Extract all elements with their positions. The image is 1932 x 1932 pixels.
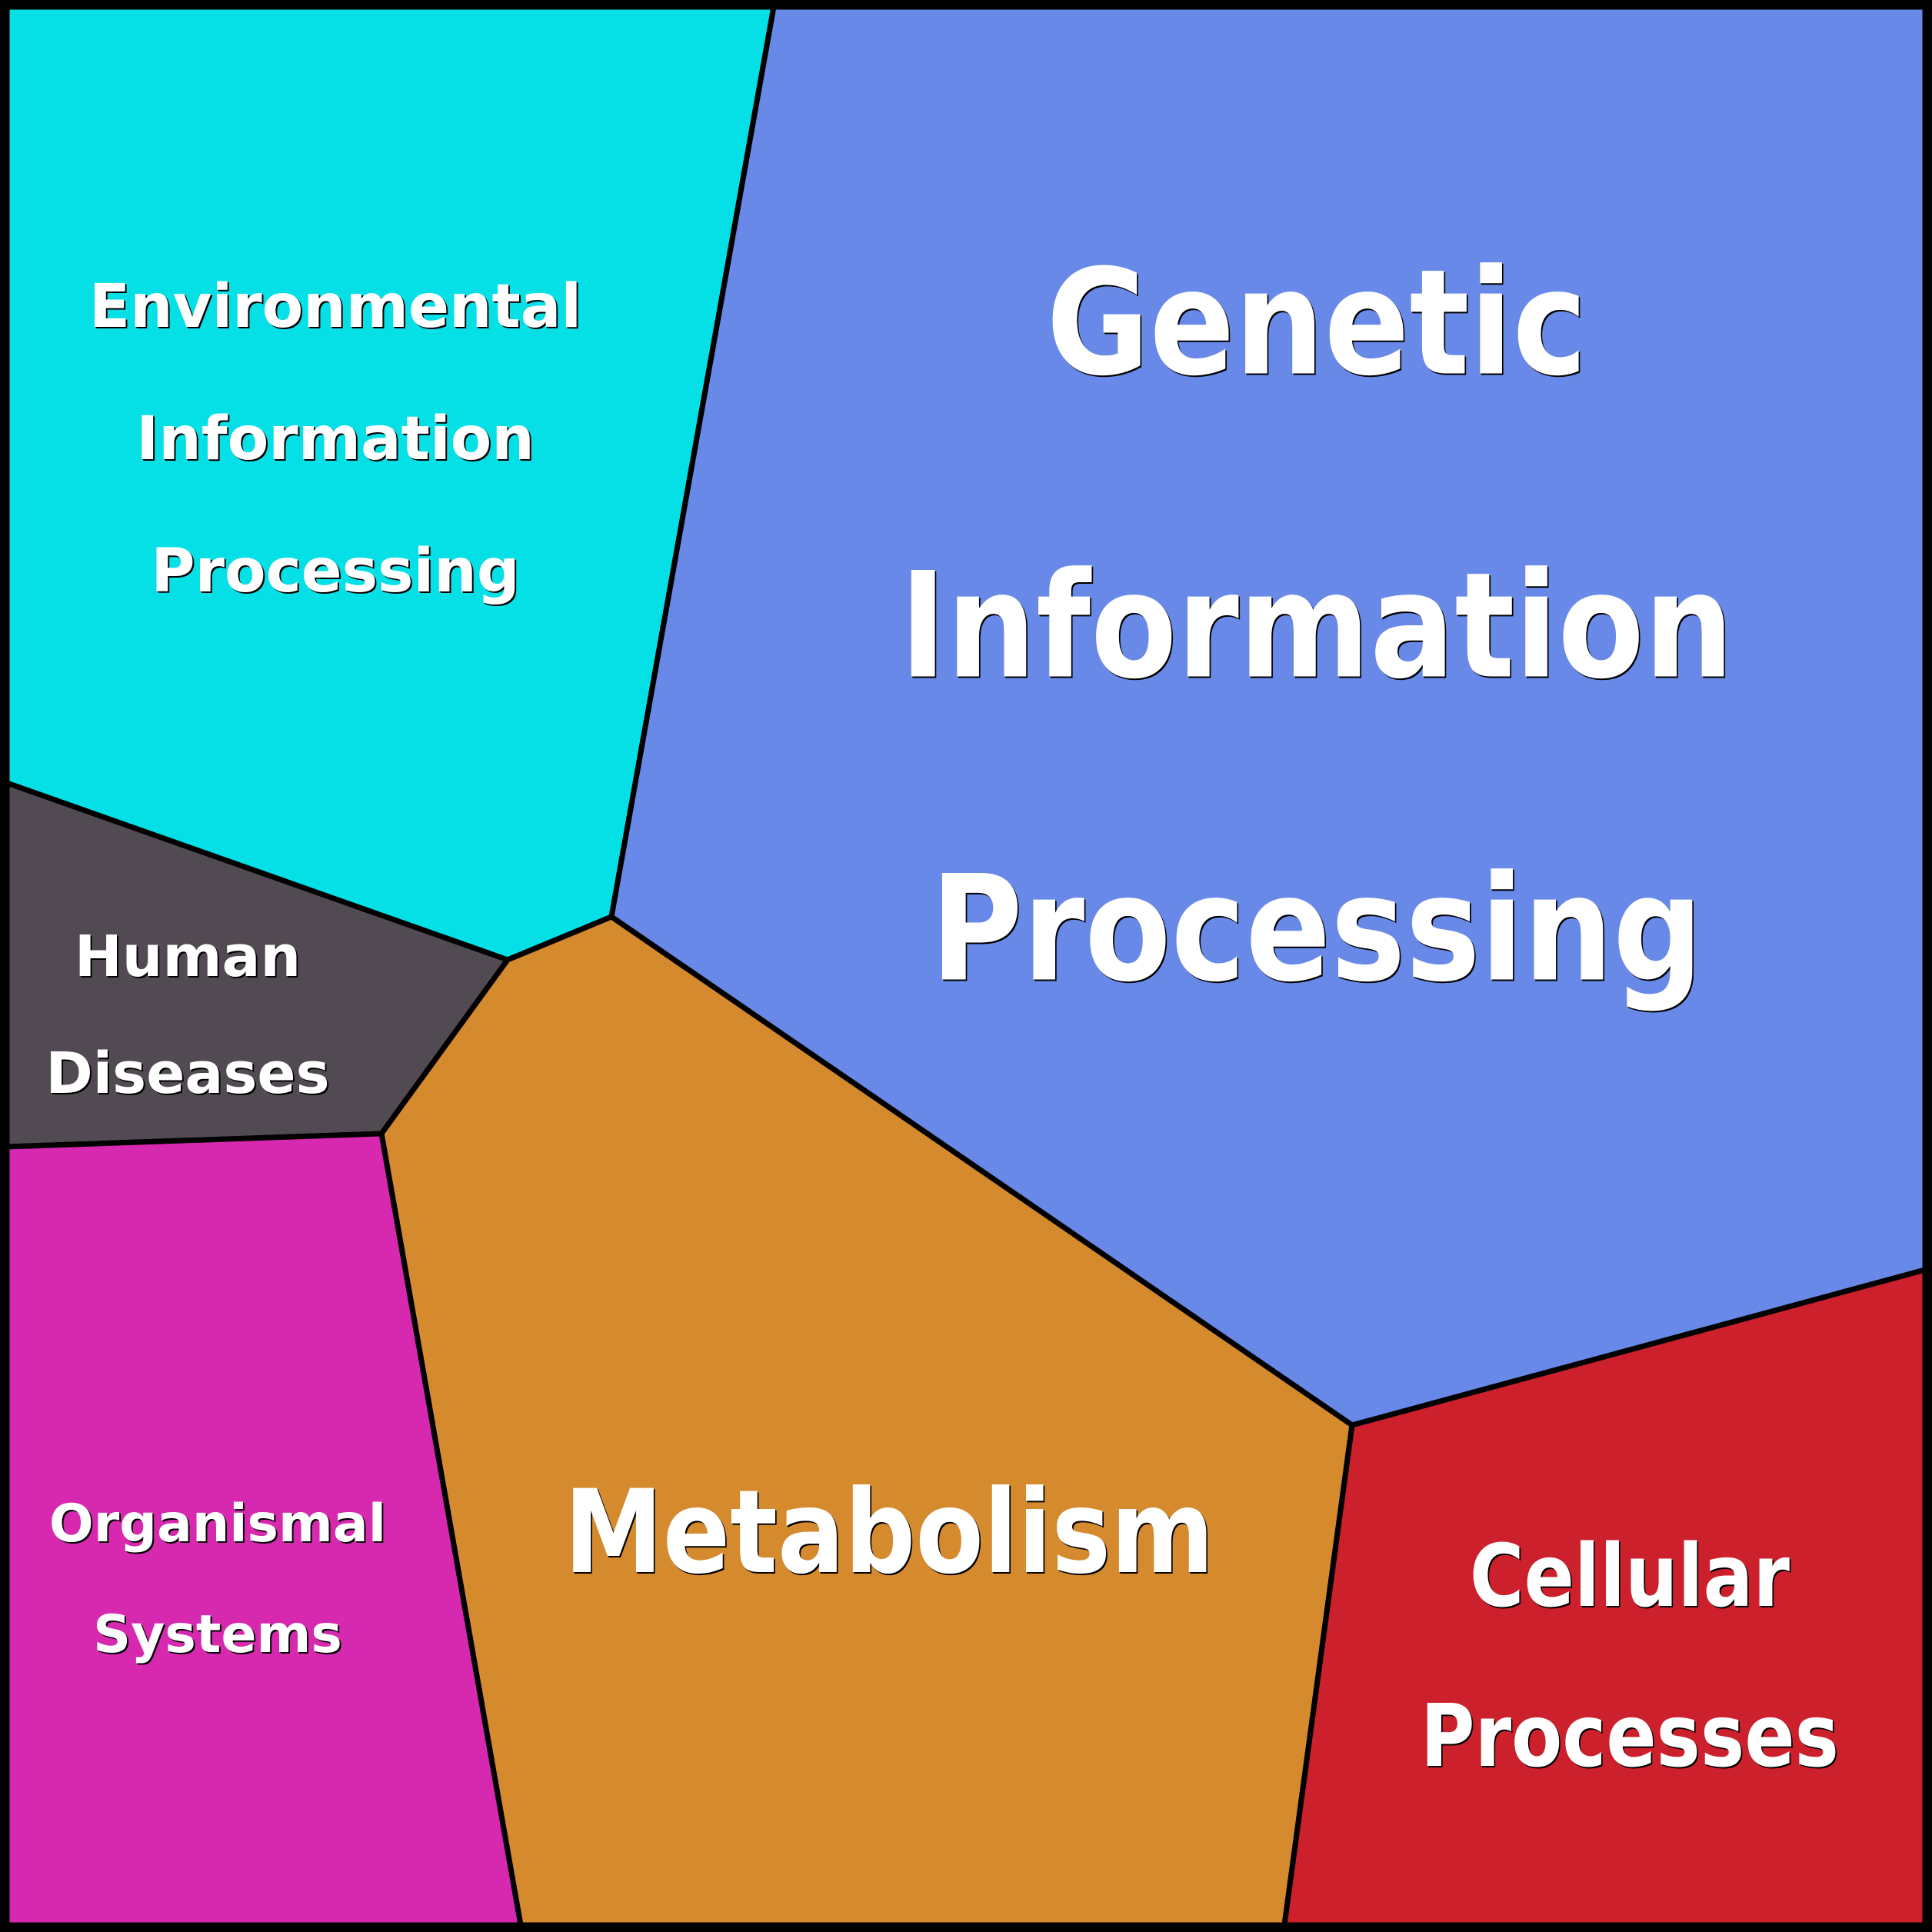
cell-cellular-processes[interactable] <box>1281 1266 1928 1928</box>
cell-organismal-systems[interactable] <box>4 1131 525 1928</box>
